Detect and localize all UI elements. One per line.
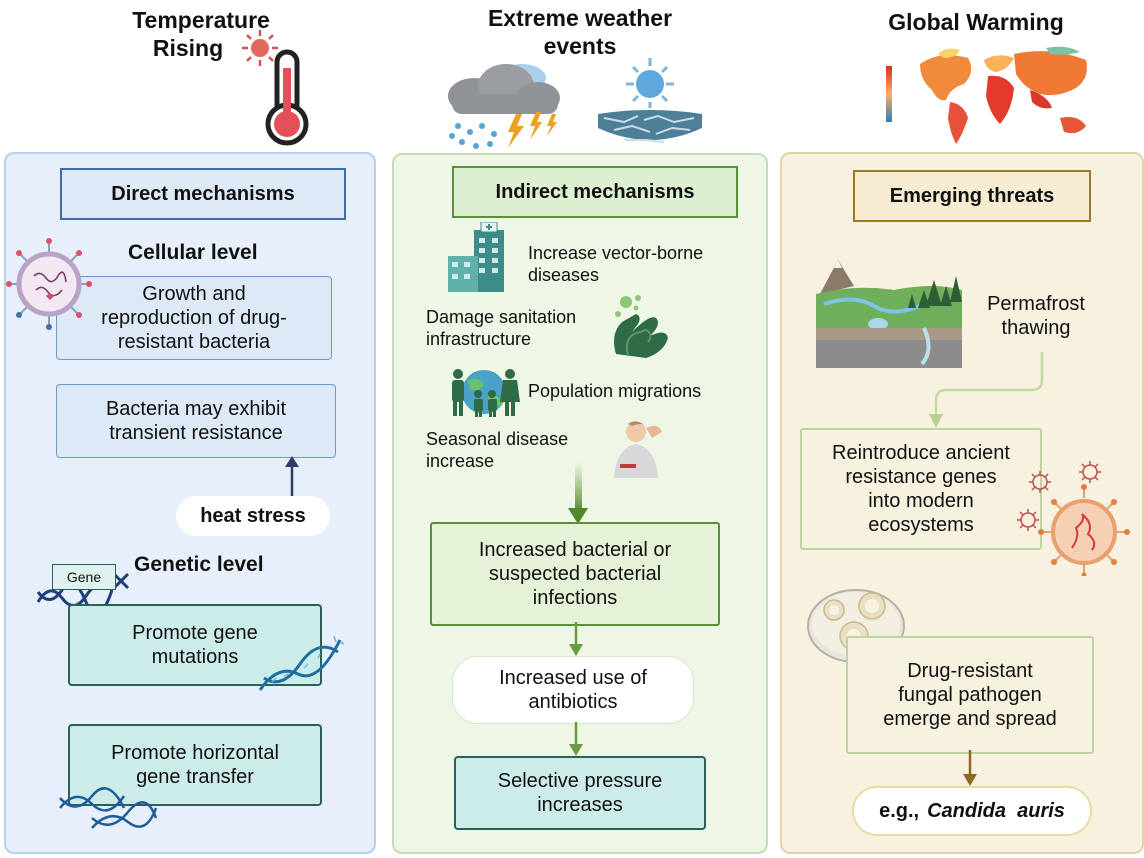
label-line: Damage sanitation — [426, 307, 577, 327]
box-line: suspected bacterial — [488, 563, 662, 585]
box-line: antibiotics — [528, 691, 618, 713]
dna-icon — [59, 787, 158, 829]
box-line: Increased bacterial or — [478, 539, 672, 561]
label-line: Increase vector-borne — [528, 243, 704, 263]
box-line: resistant bacteria — [117, 331, 271, 353]
box-line: resistance genes — [845, 466, 997, 488]
virus-icon — [1017, 461, 1130, 576]
transient-resistance-box: Bacteria may exhibit transient resistanc… — [56, 384, 336, 458]
heat-stress-label: heat stress — [200, 504, 306, 527]
drought-icon — [598, 58, 702, 143]
header-line: Temperature — [132, 7, 270, 33]
permafrost-landscape-icon — [816, 260, 962, 368]
label-line: Seasonal disease — [426, 429, 569, 449]
box-line: Growth and — [142, 283, 246, 305]
box-line: transient resistance — [109, 422, 283, 444]
sanitation-label: Damage sanitation infrastructure — [426, 306, 576, 350]
box-line: fungal pathogen — [898, 684, 1042, 706]
population-migrations-label: Population migrations — [528, 381, 702, 401]
arrow-down — [569, 722, 583, 756]
arrow-down — [569, 622, 583, 656]
example-name: Candida auris — [927, 799, 1065, 822]
candida-example-pill: e.g., Candida auris — [852, 786, 1092, 836]
header-line: events — [543, 33, 617, 59]
growth-reproduction-box: Growth and reproduction of drug- resista… — [56, 276, 332, 360]
box-line: ecosystems — [868, 514, 974, 536]
box-line: reproduction of drug- — [101, 307, 287, 329]
dna-icon — [258, 635, 344, 691]
label-line: increase — [426, 451, 495, 471]
box-line: into modern — [868, 490, 974, 512]
example-prefix: e.g., — [879, 799, 920, 822]
header-extreme-weather: Extreme weather events — [440, 4, 720, 60]
heat-stress-pill: heat stress — [176, 496, 330, 536]
cellular-level-label: Cellular level — [128, 241, 258, 264]
sun-icon — [242, 30, 278, 66]
box-line: infections — [532, 587, 618, 609]
label-line: infrastructure — [426, 329, 532, 349]
box-line: Drug-resistant — [907, 660, 1033, 682]
fungal-pathogen-box: Drug-resistant fungal pathogen emerge an… — [846, 636, 1094, 754]
sick-person-icon — [614, 421, 662, 478]
box-line: Reintroduce ancient — [832, 442, 1010, 464]
box-line: mutations — [151, 646, 239, 668]
box-line: Bacteria may exhibit — [105, 398, 287, 420]
box-line: increases — [537, 794, 623, 816]
header-line: Rising — [152, 35, 224, 61]
seasonal-disease-label: Seasonal disease increase — [426, 428, 568, 472]
genetic-level-label: Genetic level — [134, 553, 264, 576]
header-global-warming: Global Warming — [888, 9, 1064, 35]
label-line: thawing — [1001, 317, 1071, 339]
ancient-genes-box: Reintroduce ancient resistance genes int… — [800, 428, 1042, 550]
horizontal-gene-transfer-box: Promote horizontal gene transfer — [68, 724, 322, 806]
gene-tag: Gene — [52, 564, 116, 590]
label-line: Permafrost — [987, 293, 1085, 315]
indirect-mechanisms-title: Indirect mechanisms — [452, 166, 738, 218]
header-line: Extreme weather — [487, 5, 673, 31]
vector-borne-label: Increase vector-borne diseases — [528, 242, 703, 286]
selective-pressure-box: Selective pressure increases — [454, 756, 706, 830]
curved-arrow — [929, 352, 1044, 428]
box-line: Increased use of — [499, 667, 647, 689]
box-line: gene transfer — [136, 766, 254, 788]
gene-tag-label: Gene — [66, 569, 102, 585]
emerging-threats-title: Emerging threats — [853, 170, 1091, 222]
box-line: Selective pressure — [497, 770, 663, 792]
box-line: emerge and spread — [883, 708, 1057, 730]
arrow-up — [285, 456, 299, 498]
header-temperature-rising: Temperature Rising — [96, 6, 306, 62]
label-line: diseases — [528, 265, 600, 285]
bacteria-icon — [6, 238, 92, 330]
antibiotics-use-pill: Increased use of antibiotics — [452, 656, 694, 724]
people-globe-icon — [452, 369, 520, 417]
box-line: Promote gene — [132, 622, 258, 644]
permafrost-label: Permafrost thawing — [986, 292, 1086, 340]
storm-cloud-icon — [448, 64, 560, 149]
box-line: Promote horizontal — [111, 742, 279, 764]
hand-washing-icon — [614, 295, 668, 358]
direct-mechanisms-title: Direct mechanisms — [60, 168, 346, 220]
gradient-arrow-down — [568, 462, 588, 524]
increased-infections-box: Increased bacterial or suspected bacteri… — [430, 522, 720, 626]
hospital-icon — [448, 222, 504, 292]
arrow-down — [963, 750, 977, 786]
thermometer-icon — [265, 49, 309, 146]
world-heat-map-icon — [886, 46, 1087, 144]
